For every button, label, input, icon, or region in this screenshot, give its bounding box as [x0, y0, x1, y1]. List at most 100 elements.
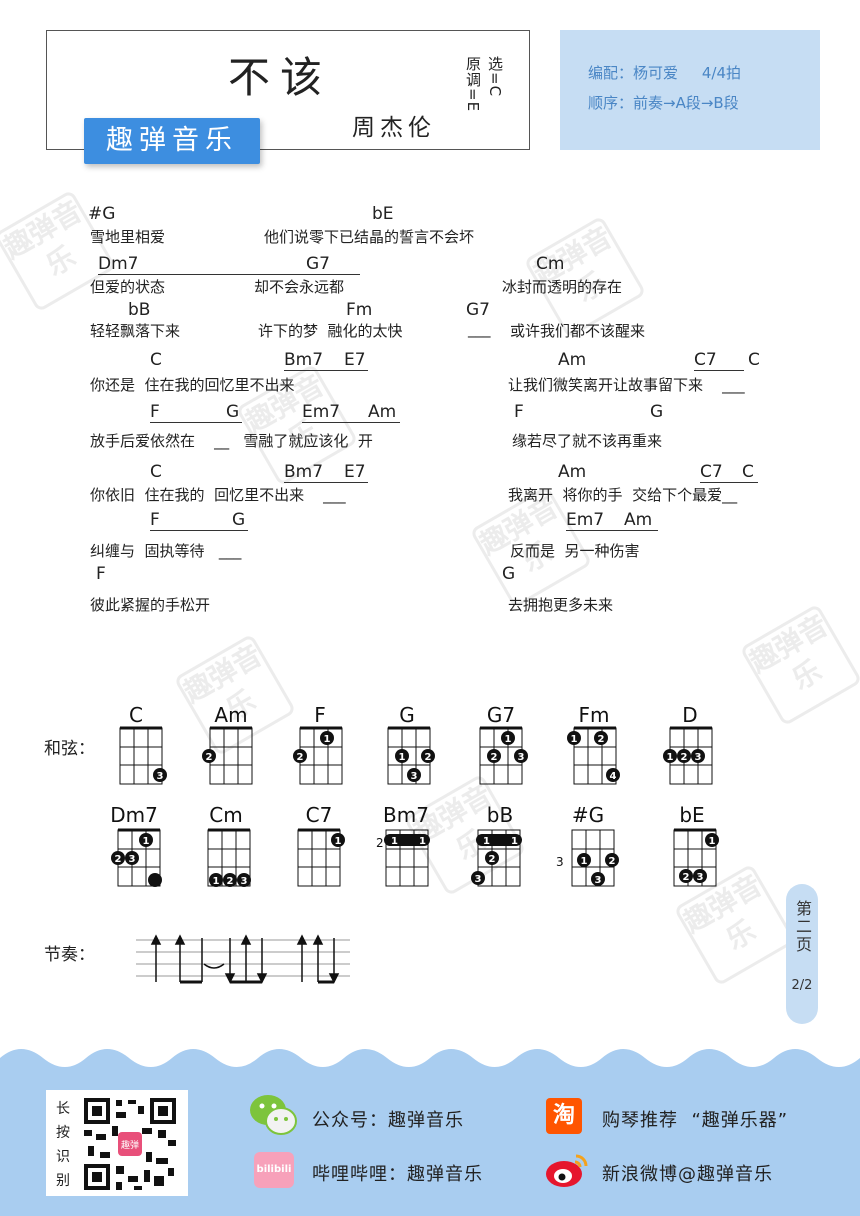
- song-order: 顺序：前奏→A段→B段: [588, 94, 739, 112]
- svg-text:3: 3: [475, 874, 482, 885]
- chord-name: bE: [679, 803, 704, 827]
- chord-grid-c7: [297, 828, 341, 887]
- chord-underline: [284, 482, 368, 483]
- chord-name: C: [129, 703, 143, 727]
- finger-dot: 3: [237, 873, 251, 887]
- chord-name: D: [682, 703, 697, 727]
- chord-symbol: Am: [558, 462, 587, 482]
- lyric-text: 彼此紧握的手松开: [90, 596, 211, 614]
- chord-underline: [98, 274, 360, 275]
- svg-text:3: 3: [695, 752, 702, 763]
- chord-symbol: F: [150, 402, 160, 422]
- svg-text:2: 2: [609, 856, 616, 867]
- finger-dot: 3: [591, 872, 605, 886]
- title-box: [46, 30, 530, 150]
- finger-dot: 2: [111, 851, 125, 865]
- chord-symbol: Em7: [302, 402, 341, 422]
- chord-name: G7: [487, 703, 515, 727]
- chord-name: Cm: [209, 803, 242, 827]
- chord-symbol: C: [150, 350, 162, 370]
- chord-symbol: G: [650, 402, 664, 422]
- chord-symbol: C: [748, 350, 760, 370]
- chord-name: C7: [306, 803, 333, 827]
- wechat-icon[interactable]: [248, 1092, 300, 1138]
- chord-underline: [150, 530, 248, 531]
- svg-text:1: 1: [511, 836, 518, 847]
- svg-text:2: 2: [489, 854, 496, 865]
- svg-text:4: 4: [610, 771, 617, 782]
- qr-caption-char: 识: [56, 1149, 70, 1165]
- chord-symbol: E7: [344, 350, 366, 370]
- lyric-text: 你还是 住在我的回忆里不出来: [90, 376, 295, 394]
- fret-number: 3: [556, 855, 564, 869]
- chord-symbol: Bm7: [284, 350, 324, 370]
- qr-caption-char: 按: [56, 1125, 70, 1141]
- chord-symbol: F: [96, 564, 106, 584]
- chord-symbol: Am: [624, 510, 653, 530]
- lyric-text: 雪地里相爱: [90, 228, 166, 246]
- chord-grid-am: [209, 726, 253, 785]
- finger-dot: 2: [485, 851, 499, 865]
- bilibili-icon[interactable]: bilibili: [254, 1152, 294, 1188]
- svg-text:3: 3: [518, 752, 525, 763]
- finger-dot: 2: [421, 749, 435, 763]
- chord-underline: [284, 370, 368, 371]
- lyric-text: 但爱的状态: [90, 278, 166, 296]
- info-box: 编配：杨可爱 4/4拍 顺序：前奏→A段→B段: [560, 30, 820, 150]
- chord-symbol: C: [150, 462, 162, 482]
- finger-dot: [148, 873, 162, 887]
- svg-text:1: 1: [581, 856, 588, 867]
- svg-text:2: 2: [115, 854, 122, 865]
- svg-text:1: 1: [419, 836, 426, 847]
- selected-key: 选=C: [486, 56, 504, 98]
- finger-dot: 1: [501, 731, 515, 745]
- finger-dot: 1: [139, 833, 153, 847]
- finger-dot: 3: [407, 768, 421, 782]
- finger-dot: 2: [223, 873, 237, 887]
- svg-text:1: 1: [335, 836, 342, 847]
- svg-text:2: 2: [425, 752, 432, 763]
- svg-text:2: 2: [681, 752, 688, 763]
- svg-text:1: 1: [143, 836, 150, 847]
- svg-text:3: 3: [697, 872, 704, 883]
- svg-text:1: 1: [391, 836, 398, 847]
- lyric-text: ___: [468, 320, 491, 338]
- lyric-text: 他们说零下已结晶的誓言不会坏: [264, 228, 475, 246]
- bilibili-account: 哔哩哔哩：趣弹音乐: [312, 1164, 483, 1185]
- lyric-text: 你依旧 住在我的 回忆里不出来 ___: [90, 486, 346, 504]
- lyric-text: 许下的梦 融化的太快: [258, 322, 403, 340]
- finger-dot: 1: [705, 833, 719, 847]
- svg-text:2: 2: [297, 752, 304, 763]
- svg-text:1: 1: [213, 876, 220, 887]
- lyric-text: 冰封而透明的存在: [502, 278, 623, 296]
- chord-symbol: E7: [344, 462, 366, 482]
- chord-symbol: G7: [466, 300, 490, 320]
- footer-wave: [0, 1049, 860, 1216]
- taobao-icon[interactable]: 淘: [546, 1098, 582, 1134]
- svg-text:2: 2: [227, 876, 234, 887]
- svg-text:3: 3: [241, 876, 248, 887]
- svg-text:3: 3: [595, 875, 602, 886]
- lyric-text: 却不会永远都: [254, 278, 345, 296]
- svg-text:1: 1: [571, 734, 578, 745]
- svg-text:2: 2: [491, 752, 498, 763]
- lyric-text: 反而是 另一种伤害: [510, 542, 640, 560]
- chord-symbol: F: [514, 402, 524, 422]
- chord-grid-be: [673, 828, 717, 887]
- svg-text:3: 3: [157, 771, 164, 782]
- finger-dot: 2: [202, 749, 216, 763]
- finger-dot: 3: [693, 869, 707, 883]
- finger-dot: 1: [320, 731, 334, 745]
- qr-center-label: 趣弹: [121, 1139, 139, 1151]
- finger-dot: 3: [125, 851, 139, 865]
- qr-code-icon[interactable]: 趣弹: [82, 1096, 178, 1192]
- finger-dot: 4: [606, 768, 620, 782]
- finger-dot: 2: [293, 749, 307, 763]
- chords-label: 和弦：: [44, 739, 95, 759]
- svg-text:2: 2: [598, 734, 605, 745]
- chord-symbol: C7: [700, 462, 723, 482]
- weibo-icon[interactable]: [544, 1150, 590, 1190]
- lyric-text: 让我们微笑离开让故事留下来 ___: [508, 376, 745, 394]
- arranger-info: 编配：杨可爱 4/4拍: [588, 64, 741, 82]
- chord-symbol: C7: [694, 350, 717, 370]
